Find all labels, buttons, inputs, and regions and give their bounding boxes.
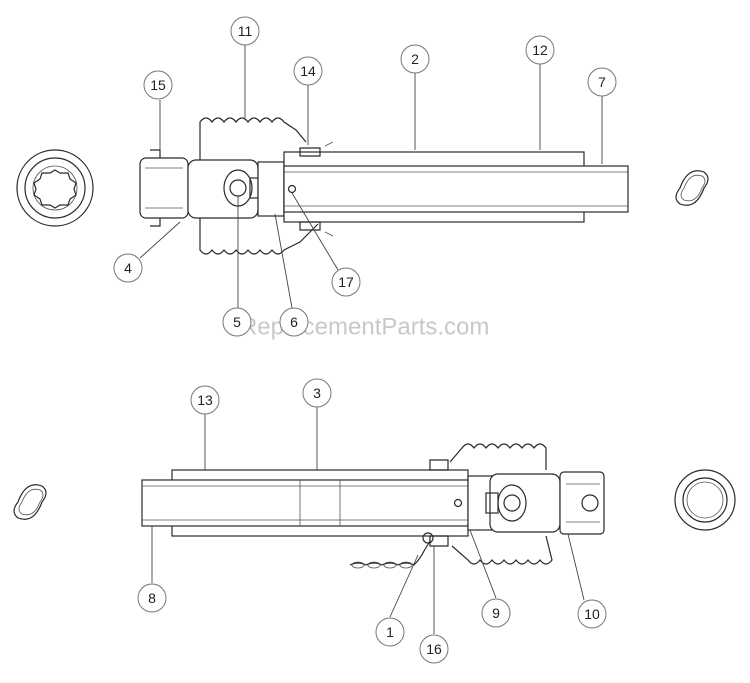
callout-1: 1	[375, 617, 405, 647]
bottom-bore-end-view	[674, 469, 736, 531]
top-guard-bellows	[199, 117, 319, 255]
callout-14-label: 14	[300, 63, 316, 79]
callout-6: 6	[279, 307, 309, 337]
callout-3-label: 3	[313, 385, 321, 401]
bottom-guard-bellows	[449, 443, 553, 565]
callout-9: 9	[481, 598, 511, 628]
callout-1-label: 1	[386, 624, 394, 640]
callout-16: 16	[419, 634, 449, 664]
callout-9-label: 9	[492, 605, 500, 621]
top-yoke	[139, 149, 285, 227]
top-spline-hub-end-view	[16, 149, 94, 227]
callout-11: 11	[230, 16, 260, 46]
callout-8: 8	[137, 583, 167, 613]
callout-12-label: 12	[532, 42, 548, 58]
bottom-tube-end-profile	[13, 484, 47, 520]
callout-17-label: 17	[338, 274, 354, 290]
callout-8-label: 8	[148, 590, 156, 606]
callout-13: 13	[190, 385, 220, 415]
callout-2-label: 2	[411, 51, 419, 67]
top-shaft-assembly: eReplacementParts.com	[16, 45, 709, 341]
watermark: eReplacementParts.com	[227, 314, 490, 341]
callout-3: 3	[302, 378, 332, 408]
callout-6-label: 6	[290, 314, 298, 330]
bottom-leader-lines	[151, 407, 585, 634]
top-tubes	[283, 141, 629, 237]
top-leader-lines	[139, 45, 603, 309]
top-tube-end-profile	[675, 170, 709, 206]
safety-chain	[349, 532, 434, 569]
callout-15: 15	[143, 70, 173, 100]
callouts: 11 15 14 2 12 7 4 17	[113, 16, 617, 664]
callout-4: 4	[113, 253, 143, 283]
callout-13-label: 13	[197, 392, 213, 408]
callout-10: 10	[577, 599, 607, 629]
callout-17: 17	[331, 267, 361, 297]
callout-2: 2	[400, 44, 430, 74]
bottom-tubes	[141, 459, 469, 547]
callout-4-label: 4	[124, 260, 132, 276]
callout-14: 14	[293, 56, 323, 86]
bottom-shaft-assembly	[13, 407, 736, 634]
callout-12: 12	[525, 35, 555, 65]
callout-5-label: 5	[233, 314, 241, 330]
bottom-yoke	[467, 471, 605, 535]
callout-10-label: 10	[584, 606, 600, 622]
callout-15-label: 15	[150, 77, 166, 93]
callout-11-label: 11	[238, 23, 253, 39]
callout-7-label: 7	[598, 74, 606, 90]
callout-5: 5	[222, 307, 252, 337]
callout-16-label: 16	[426, 641, 442, 657]
callout-7: 7	[587, 67, 617, 97]
